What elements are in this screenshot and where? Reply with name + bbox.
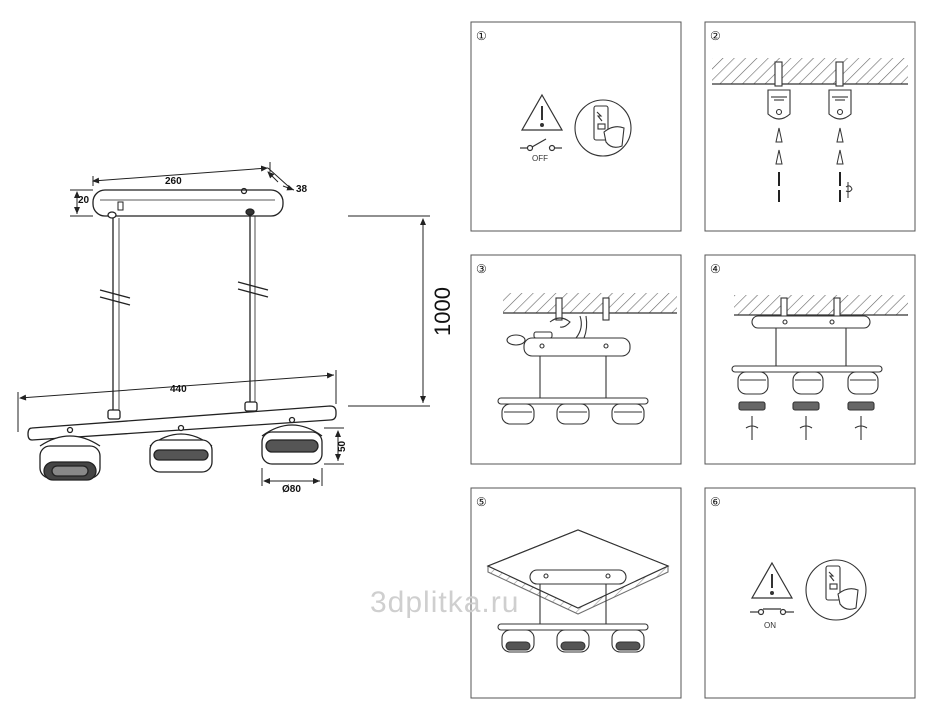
dim-shade-height: 50	[337, 440, 348, 452]
lamp-shade-1	[39, 426, 101, 481]
step5-assembly	[486, 529, 670, 653]
step-panel-6	[704, 487, 916, 699]
step-panel-3	[470, 254, 682, 465]
light-bar	[27, 405, 337, 441]
dim-shade-diameter: Ø80	[282, 484, 301, 495]
warning-triangle-icon	[520, 93, 564, 131]
switch-label-off: OFF	[532, 154, 548, 163]
switch-icon	[520, 138, 562, 152]
mounting-bracket-left	[767, 61, 791, 120]
lamp-shade-2	[149, 424, 213, 473]
step4-assembly	[731, 297, 883, 440]
dimension-lines	[17, 162, 430, 486]
dim-canopy-length: 260	[165, 176, 182, 187]
step-number-4: ④	[710, 262, 721, 276]
ceiling-hatch	[712, 58, 908, 84]
step-number-3: ③	[476, 262, 487, 276]
dim-height: 1000	[430, 287, 455, 336]
watermark: 3dplitka.ru	[370, 586, 519, 619]
mounting-bracket-right	[828, 61, 852, 120]
lamp-shade-3	[261, 416, 323, 465]
step-number-5: ⑤	[476, 495, 487, 509]
switchboard-hand-icon	[805, 559, 867, 621]
dim-canopy-depth: 38	[296, 184, 308, 195]
warning-triangle-icon	[750, 561, 794, 599]
step-number-1: ①	[476, 29, 487, 43]
step-panel-2	[704, 21, 916, 232]
switch-icon	[750, 608, 794, 616]
step-number-2: ②	[710, 29, 721, 43]
switchboard-hand-icon	[574, 99, 632, 157]
step-panel-1	[470, 21, 682, 232]
screwdriver-icon	[845, 182, 853, 198]
dim-bar-length: 440	[170, 384, 187, 395]
step-panel-4	[704, 254, 916, 465]
screw-icon	[778, 172, 841, 202]
dim-canopy-height: 20	[78, 195, 90, 206]
anchor-icon	[775, 127, 844, 165]
ceiling-hatch	[734, 295, 908, 315]
step-panel-5	[470, 487, 682, 699]
ceiling-hatch	[503, 293, 677, 313]
switch-label-on: ON	[764, 621, 776, 630]
canopy	[92, 187, 284, 219]
step-number-6: ⑥	[710, 495, 721, 509]
step3-assembly	[497, 297, 649, 425]
